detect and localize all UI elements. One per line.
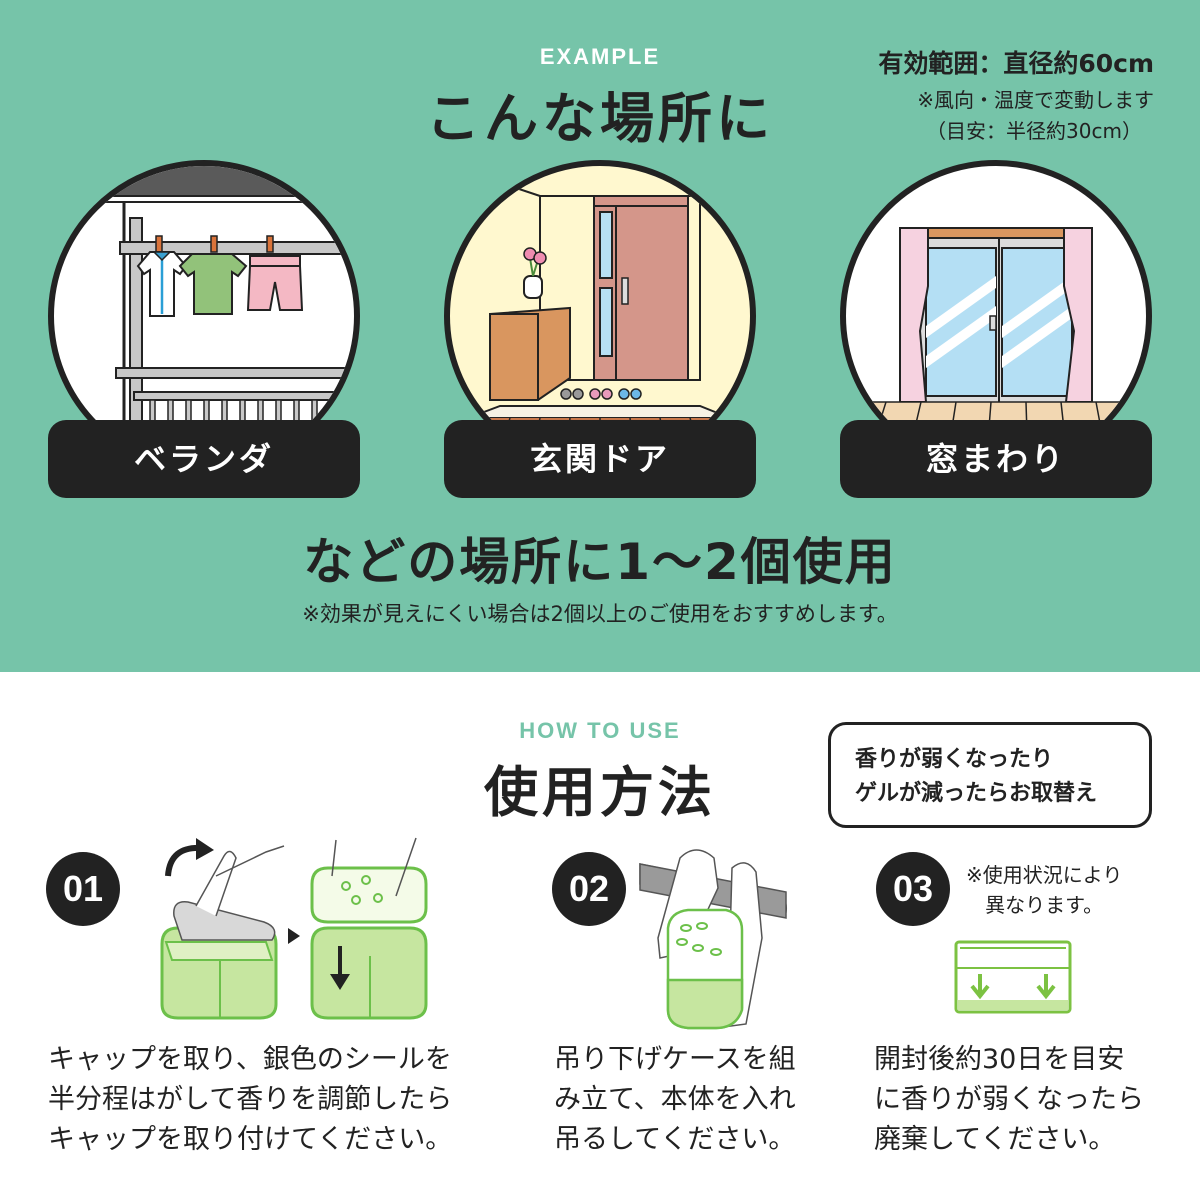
step-3-line-3: 廃棄してください。: [874, 1124, 1116, 1155]
step-2-line-3: 吊るしてください。: [554, 1124, 796, 1155]
step-1-line-2: 半分程はがして香りを調節したら: [48, 1084, 453, 1115]
step-3-line-1: 開封後約30日を目安: [874, 1044, 1125, 1075]
how-to-use-eyebrow: HOW TO USE: [519, 718, 681, 743]
step-2-text: 吊り下げケースを組 み立て、本体を入れ 吊るしてください。: [554, 1040, 796, 1160]
place-label-window: 窓まわり: [840, 420, 1152, 498]
place-label-entrance: 玄関ドア: [444, 420, 756, 498]
replacement-notice: 香りが弱くなったり ゲルが減ったらお取替え: [828, 722, 1152, 828]
step-1-illustration: [156, 836, 456, 1026]
step-1-line-3: キャップを取り付けてください。: [48, 1124, 453, 1155]
notice-line-2: ゲルが減ったらお取替え: [855, 781, 1098, 806]
place-label-balcony: ベランダ: [48, 420, 360, 498]
step-3-note: ※使用状況により 異なります。: [966, 860, 1122, 920]
gel-level-icon: [954, 940, 1074, 1016]
place-card-balcony: ベランダ: [48, 160, 360, 500]
step-number-3: 03: [876, 852, 950, 926]
step-2-line-2: み立て、本体を入れ: [554, 1084, 796, 1115]
step-2-line-1: 吊り下げケースを組: [554, 1044, 796, 1075]
step-3-note-line-2: 異なります。: [985, 893, 1104, 917]
range-line-3: （目安：半径約30cm）: [926, 119, 1142, 143]
range-line-2: ※風向・温度で変動します: [917, 88, 1154, 112]
effective-range: 有効範囲：直径約60cm ※風向・温度で変動します （目安：半径約30cm）: [878, 44, 1154, 144]
place-card-window: 窓まわり: [840, 160, 1152, 500]
usage-headline: などの場所に1～2個使用: [303, 533, 897, 591]
step-3-text: 開封後約30日を目安 に香りが弱くなったら 廃棄してください。: [874, 1040, 1144, 1160]
example-title: こんな場所に: [426, 87, 774, 150]
step-number-1: 01: [46, 852, 120, 926]
how-to-use-title: 使用方法: [484, 761, 716, 824]
step-2-illustration: [636, 848, 816, 1038]
step-1-line-1: キャップを取り、銀色のシールを: [48, 1044, 452, 1075]
range-line-1: 有効範囲：直径約60cm: [878, 49, 1154, 78]
step-3-line-2: に香りが弱くなったら: [874, 1084, 1144, 1115]
example-section: EXAMPLE こんな場所に 有効範囲：直径約60cm ※風向・温度で変動します…: [0, 0, 1200, 672]
place-card-entrance: 玄関ドア: [444, 160, 756, 500]
example-eyebrow: EXAMPLE: [539, 44, 661, 69]
step-3-note-line-1: ※使用状況により: [966, 863, 1123, 887]
step-number-2: 02: [552, 852, 626, 926]
step-1-text: キャップを取り、銀色のシールを 半分程はがして香りを調節したら キャップを取り付…: [48, 1040, 452, 1160]
usage-note: ※効果が見えにくい場合は2個以上のご使用をおすすめします。: [302, 602, 898, 626]
notice-line-1: 香りが弱くなったり: [855, 747, 1054, 772]
